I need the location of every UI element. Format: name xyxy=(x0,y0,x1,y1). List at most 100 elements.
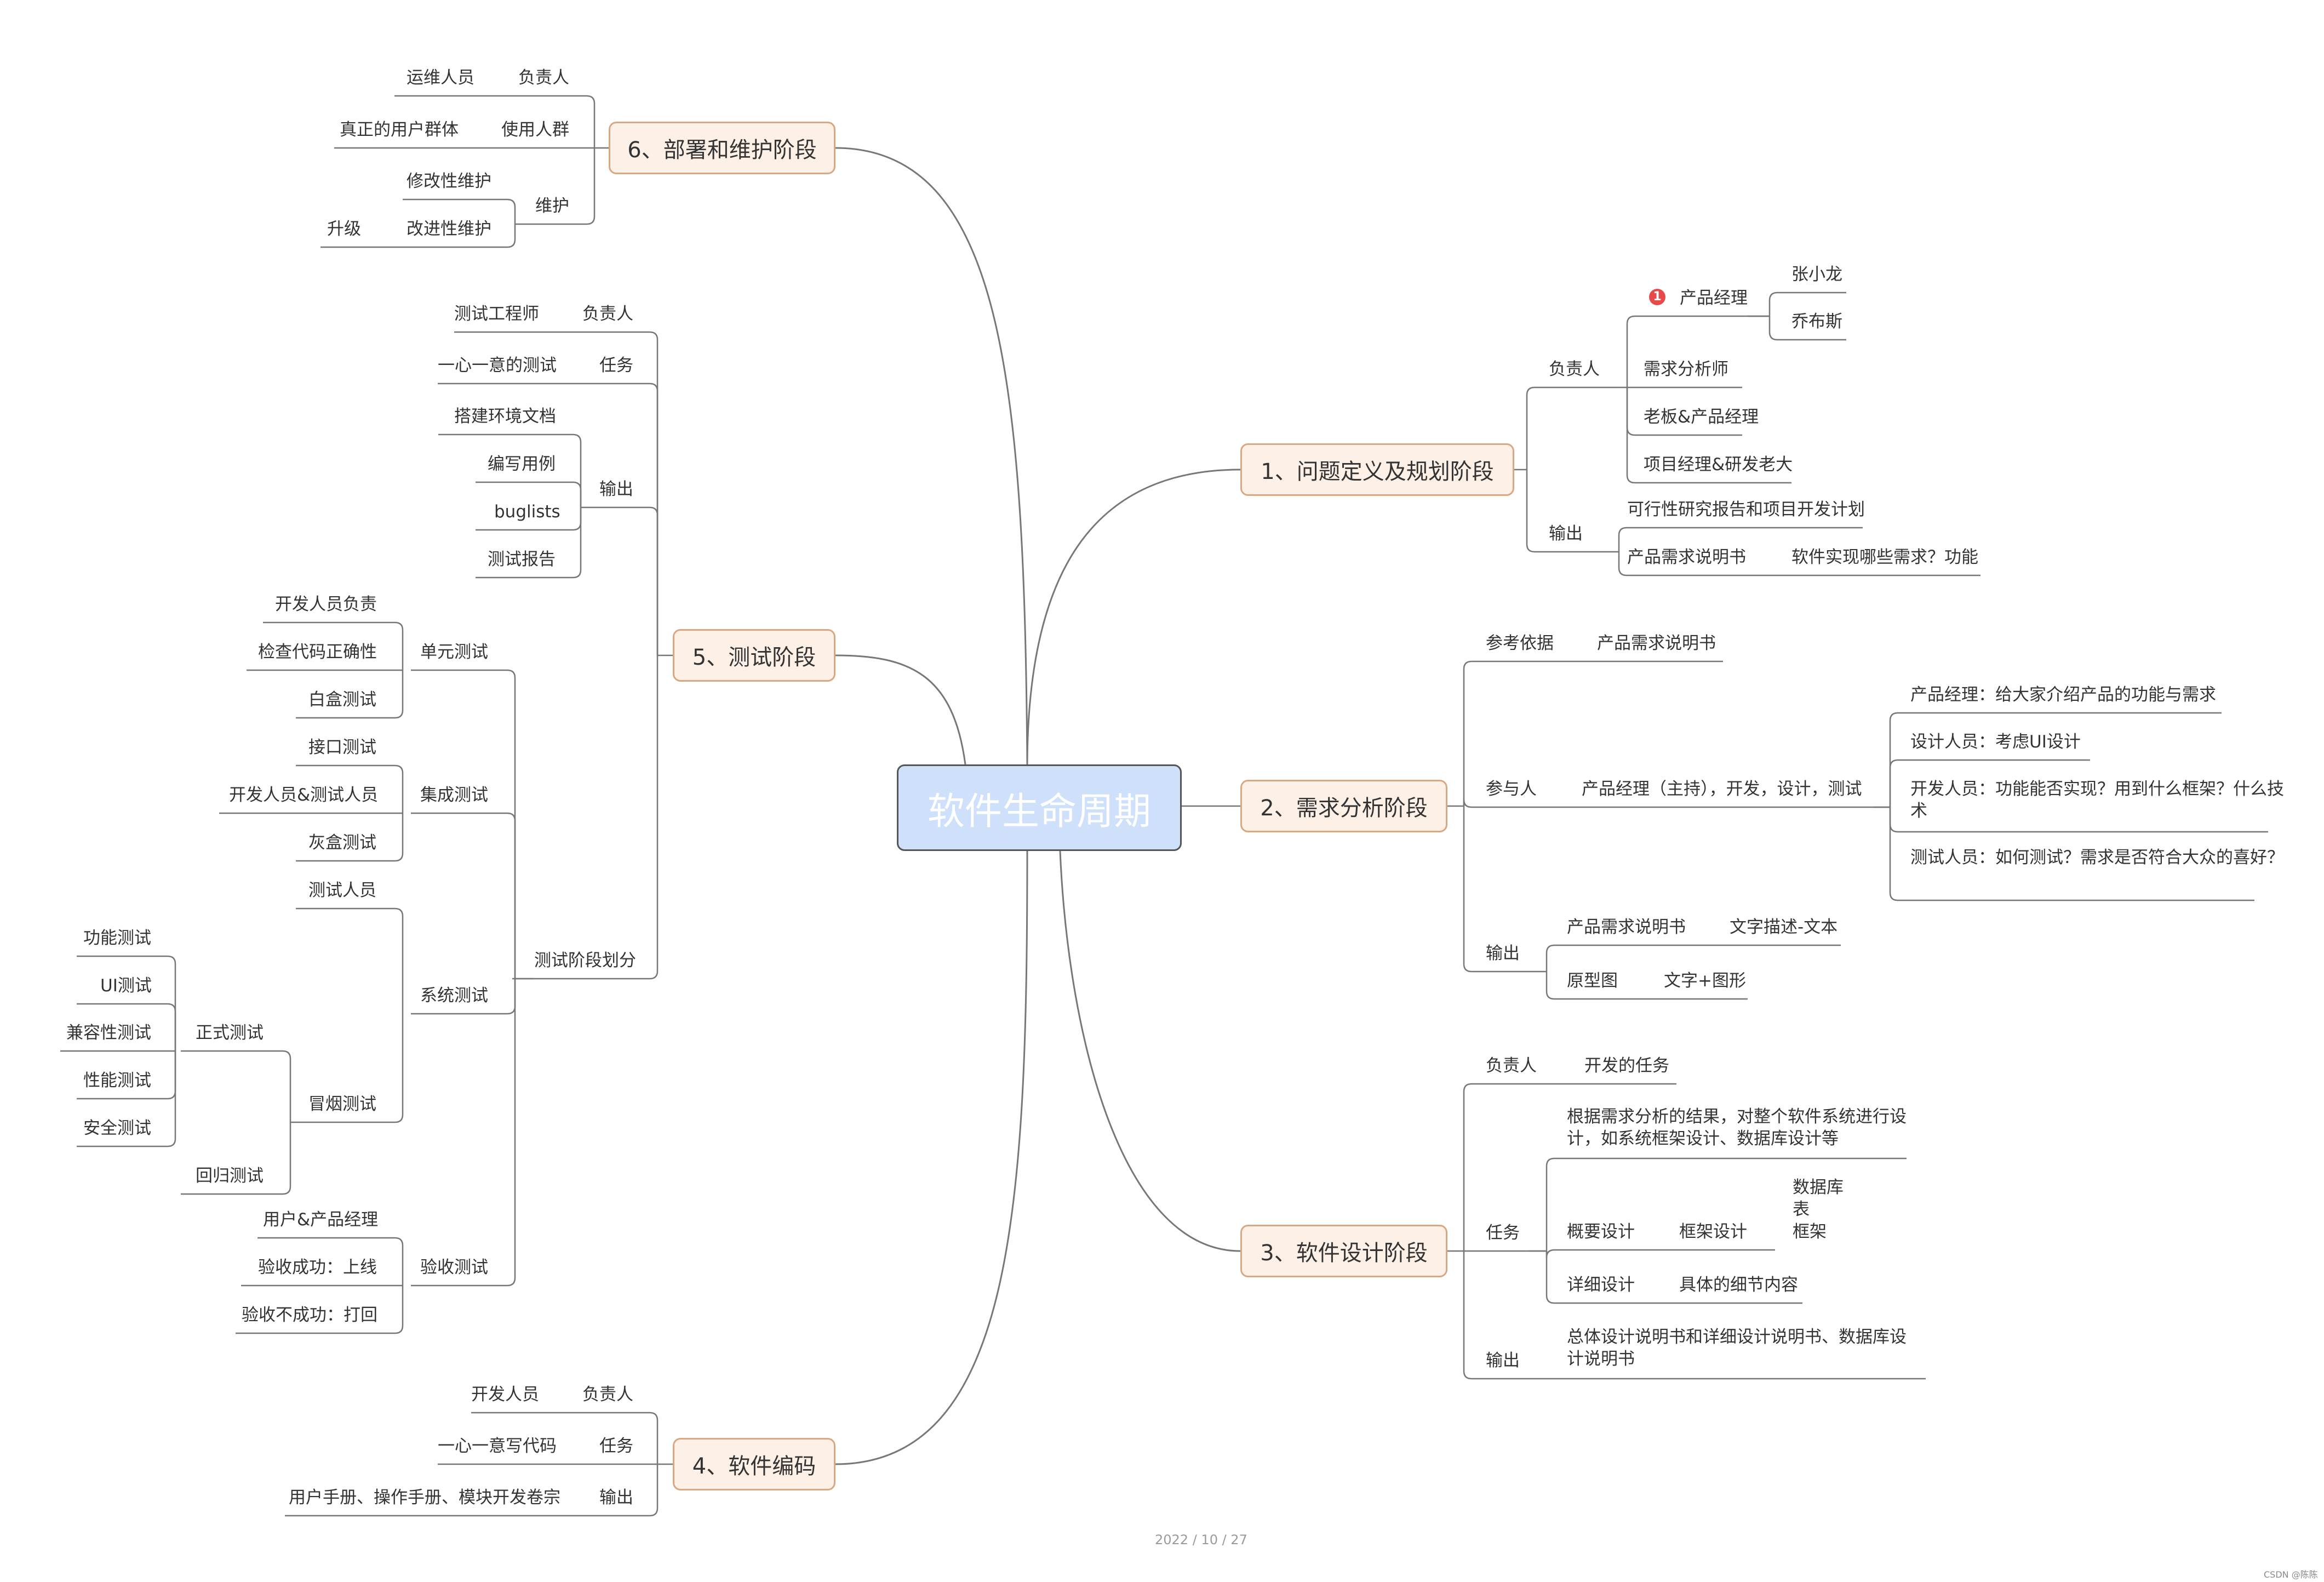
stage1-project-manager[interactable]: 项目经理&研发老大 xyxy=(1644,455,1793,475)
stage6-maint-label[interactable]: 维护 xyxy=(535,196,569,216)
integration-test-item-3[interactable]: 灰盒测试 xyxy=(308,833,376,853)
system-test-label[interactable]: 系统测试 xyxy=(420,986,488,1006)
formal-test-item-3[interactable]: 兼容性测试 xyxy=(66,1023,151,1043)
stage2-role-3[interactable]: 开发人员：功能能否实现？用到什么框架？什么技术 xyxy=(1910,779,2284,821)
integration-test-item-1[interactable]: 接口测试 xyxy=(308,738,376,757)
system-test-tester[interactable]: 测试人员 xyxy=(308,881,376,900)
stage5-owner-value[interactable]: 测试工程师 xyxy=(454,304,539,324)
formal-test-label[interactable]: 正式测试 xyxy=(196,1023,264,1043)
topic-stage-2[interactable]: 2、需求分析阶段 xyxy=(1240,780,1447,832)
connector-55 xyxy=(411,812,516,979)
stage2-role-4[interactable]: 测试人员：如何测试？需求是否符合大众的喜好？ xyxy=(1910,848,2284,867)
stage2-output-1[interactable]: 产品需求说明书 xyxy=(1567,917,1686,937)
regression-test[interactable]: 回归测试 xyxy=(196,1166,264,1186)
smoke-test-label[interactable]: 冒烟测试 xyxy=(308,1094,376,1114)
stage3-task-label[interactable]: 任务 xyxy=(1486,1223,1520,1243)
stage4-output-value[interactable]: 用户手册、操作手册、模块开发卷宗 xyxy=(289,1488,560,1507)
stage5-output-label[interactable]: 输出 xyxy=(599,479,633,499)
stage6-maint-2[interactable]: 改进性维护 xyxy=(407,219,491,239)
stage5-task-label[interactable]: 任务 xyxy=(599,356,633,375)
stage2-participants-label[interactable]: 参与人 xyxy=(1486,779,1537,799)
stage3-owner-label[interactable]: 负责人 xyxy=(1486,1056,1537,1076)
acceptance-item-1[interactable]: 用户&产品经理 xyxy=(263,1210,379,1230)
integration-test-item-2[interactable]: 开发人员&测试人员 xyxy=(229,785,379,805)
connector-25 xyxy=(1889,759,2090,807)
stage3-task-desc[interactable]: 根据需求分析的结果，对整个软件系统进行设计，如系统框架设计、数据库设计等 xyxy=(1567,1107,1907,1149)
topic-stage-6[interactable]: 6、部署和维护阶段 xyxy=(609,122,835,174)
stage5-task-value[interactable]: 一心一意的测试 xyxy=(438,356,557,375)
stage1-output-1[interactable]: 可行性研究报告和项目开发计划 xyxy=(1627,500,1865,519)
stage5-output-1[interactable]: 搭建环境文档 xyxy=(454,407,556,426)
topic-stage-3[interactable]: 3、软件设计阶段 xyxy=(1240,1225,1447,1277)
formal-test-item-4[interactable]: 性能测试 xyxy=(83,1071,151,1090)
acceptance-item-2[interactable]: 验收成功：上线 xyxy=(258,1258,377,1277)
stage5-owner-label[interactable]: 负责人 xyxy=(582,304,633,324)
stage3-overview-design[interactable]: 概要设计 xyxy=(1567,1222,1635,1242)
stage2-role-1[interactable]: 产品经理：给大家介绍产品的功能与需求 xyxy=(1910,685,2216,705)
stage5-output-2[interactable]: 编写用例 xyxy=(488,454,556,474)
stage6-owner-label[interactable]: 负责人 xyxy=(518,68,569,88)
stage1-pm[interactable]: 产品经理 xyxy=(1680,288,1748,308)
stage3-detail-child[interactable]: 具体的细节内容 xyxy=(1679,1275,1798,1295)
connector-58 xyxy=(263,621,404,670)
stage3-owner-value[interactable]: 开发的任务 xyxy=(1584,1056,1669,1076)
stage2-output-2-child[interactable]: 文字+图形 xyxy=(1664,971,1746,991)
stage1-output-2-child[interactable]: 软件实现哪些需求？功能 xyxy=(1791,547,1978,567)
stage1-pm-child-2[interactable]: 乔布斯 xyxy=(1791,312,1842,332)
stage1-output-label[interactable]: 输出 xyxy=(1549,524,1583,544)
stage3-frame[interactable]: 框架 xyxy=(1793,1222,1827,1242)
unit-test-item-3[interactable]: 白盒测试 xyxy=(308,690,376,710)
stage1-req-analyst[interactable]: 需求分析师 xyxy=(1644,359,1728,379)
stage1-pm-child-1[interactable]: 张小龙 xyxy=(1791,265,1842,284)
priority-1-badge-icon: 1 xyxy=(1649,289,1665,305)
stage4-owner-value[interactable]: 开发人员 xyxy=(471,1385,539,1404)
connector-79 xyxy=(515,148,596,225)
connector-40 xyxy=(471,1412,659,1464)
central-topic[interactable]: 软件生命周期 xyxy=(897,764,1182,851)
formal-test-item-2[interactable]: UI测试 xyxy=(100,976,152,996)
stage4-owner-label[interactable]: 负责人 xyxy=(582,1385,633,1404)
topic-stage-4[interactable]: 4、软件编码 xyxy=(673,1438,835,1490)
stage1-owner-label[interactable]: 负责人 xyxy=(1549,359,1600,379)
stage6-owner-value[interactable]: 运维人员 xyxy=(407,68,474,88)
formal-test-item-1[interactable]: 功能测试 xyxy=(83,928,151,948)
formal-test-item-5[interactable]: 安全测试 xyxy=(83,1118,151,1138)
connector-45 xyxy=(438,382,659,655)
stage2-ref-value[interactable]: 产品需求说明书 xyxy=(1597,633,1716,653)
stage6-users-label[interactable]: 使用人群 xyxy=(501,120,569,140)
connector-64 xyxy=(296,907,404,1014)
stage4-output-label[interactable]: 输出 xyxy=(599,1488,633,1507)
stage5-division-label[interactable]: 测试阶段划分 xyxy=(534,951,636,970)
stage3-database[interactable]: 数据库 xyxy=(1793,1178,1844,1197)
stage6-maint-1[interactable]: 修改性维护 xyxy=(407,172,491,191)
stage2-role-2[interactable]: 设计人员：考虑UI设计 xyxy=(1910,732,2081,752)
stage3-table[interactable]: 表 xyxy=(1793,1200,1810,1219)
stage3-output-label[interactable]: 输出 xyxy=(1486,1351,1520,1370)
acceptance-item-3[interactable]: 验收不成功：打回 xyxy=(242,1305,377,1325)
stage6-maint-2-child[interactable]: 升级 xyxy=(327,219,361,239)
stage4-task-value[interactable]: 一心一意写代码 xyxy=(438,1436,557,1456)
stage5-output-4[interactable]: 测试报告 xyxy=(488,550,556,569)
stage3-output-value[interactable]: 总体设计说明书和详细设计说明书、数据库设计说明书 xyxy=(1567,1327,1907,1369)
unit-test-label[interactable]: 单元测试 xyxy=(420,642,488,662)
unit-test-item-2[interactable]: 检查代码正确性 xyxy=(258,642,377,662)
stage2-participants-value[interactable]: 产品经理（主持），开发，设计，测试 xyxy=(1582,779,1862,799)
stage3-detail-design[interactable]: 详细设计 xyxy=(1567,1275,1635,1295)
stage2-output-label[interactable]: 输出 xyxy=(1486,944,1520,963)
unit-test-item-1[interactable]: 开发人员负责 xyxy=(275,595,377,614)
acceptance-test-label[interactable]: 验收测试 xyxy=(420,1258,488,1277)
stage6-users-value[interactable]: 真正的用户群体 xyxy=(340,120,459,140)
stage3-framework-design[interactable]: 框架设计 xyxy=(1679,1222,1747,1242)
connector-66 xyxy=(181,1050,291,1122)
stage2-output-1-child[interactable]: 文字描述-文本 xyxy=(1730,917,1838,937)
integration-test-label[interactable]: 集成测试 xyxy=(420,785,488,805)
topic-stage-1[interactable]: 1、问题定义及规划阶段 xyxy=(1240,443,1514,496)
connector-69 xyxy=(77,1003,176,1051)
stage1-boss-pm[interactable]: 老板&产品经理 xyxy=(1644,407,1759,427)
topic-stage-5[interactable]: 5、测试阶段 xyxy=(673,629,835,682)
stage2-output-2[interactable]: 原型图 xyxy=(1567,971,1618,991)
stage5-output-3[interactable]: buglists xyxy=(494,502,560,522)
stage4-task-label[interactable]: 任务 xyxy=(599,1436,633,1456)
stage2-ref-label[interactable]: 参考依据 xyxy=(1486,633,1554,653)
stage1-output-2[interactable]: 产品需求说明书 xyxy=(1627,547,1746,567)
